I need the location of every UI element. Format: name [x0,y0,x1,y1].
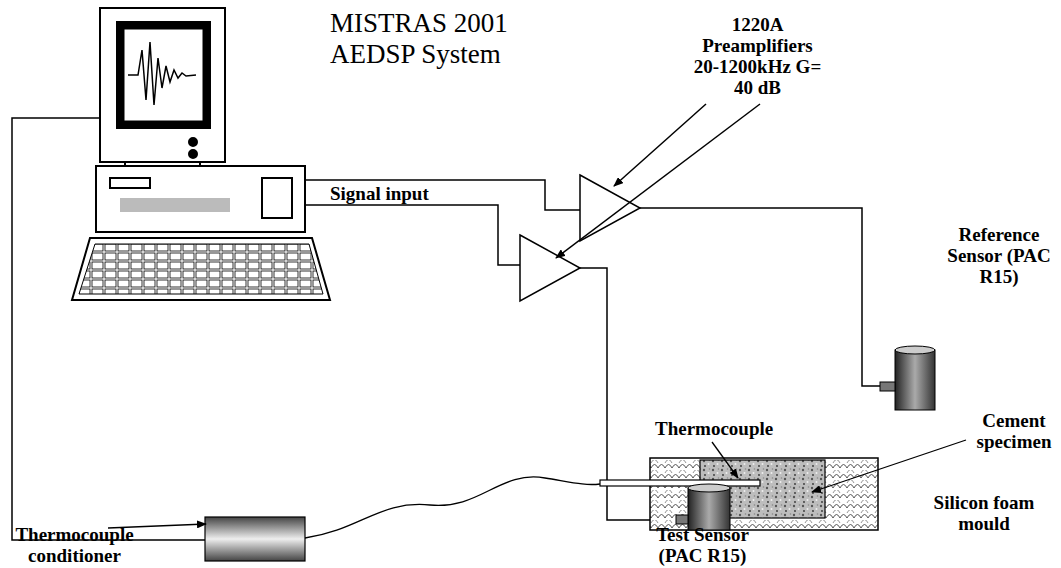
wire [12,118,882,540]
leader-arrow [556,104,760,258]
reference-sensor [880,346,935,410]
signal-label: Signal input [330,183,429,204]
component-label: Thermocouple [655,418,773,439]
component-label: Thermocouple conditioner [2,524,147,566]
preamplifier [520,175,640,301]
component-label: Reference Sensor (PAC R15) [945,224,1053,287]
silicon-foam-mould [650,458,878,530]
thermocouple-conditioner [205,517,305,561]
component-label: Silicon foam mould [920,492,1048,534]
component-label: Cement specimen [970,410,1058,452]
component-label: Test Sensor (PAC R15) [640,524,765,566]
diagram-title: MISTRAS 2001 AEDSP System [330,8,560,70]
test-sensor [676,484,730,530]
computer [72,8,330,300]
leader-line [108,440,966,528]
component-label: 1220A Preamplifiers 20-1200kHz G= 40 dB [690,14,825,98]
